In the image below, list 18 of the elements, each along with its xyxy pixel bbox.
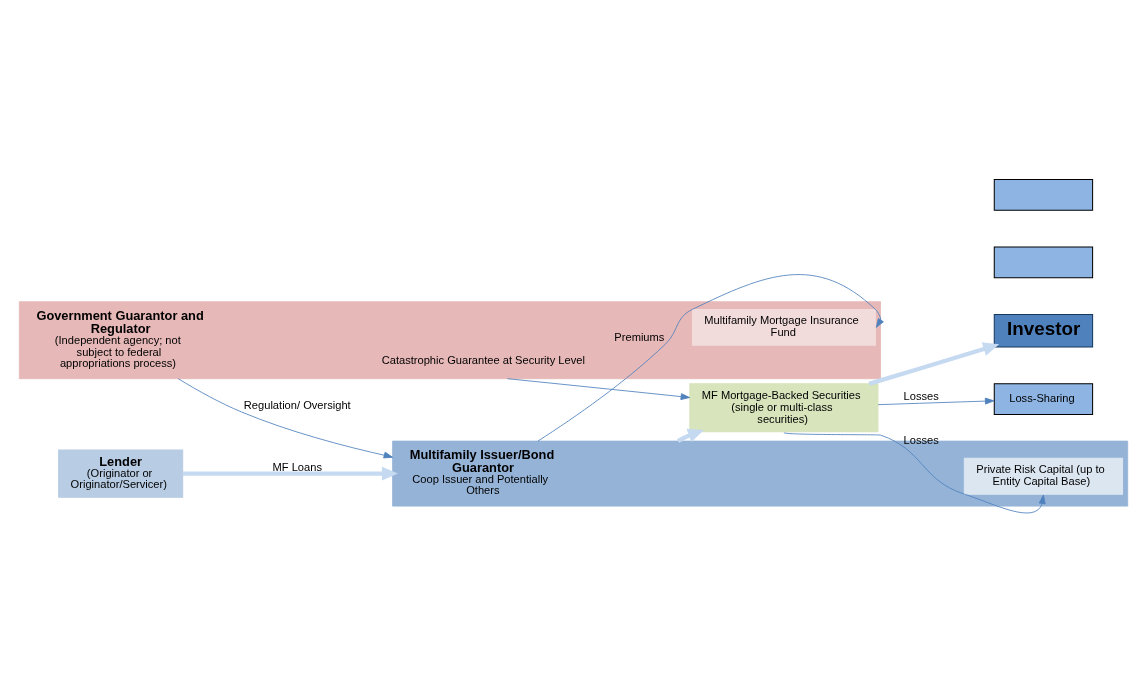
arrow: [182, 466, 398, 481]
edge-label: Catastrophic Guarantee at Security Level: [381, 353, 585, 366]
edge-label: Premiums: [614, 330, 665, 343]
node-box: Loss-Sharing: [993, 382, 1094, 415]
arrow: [177, 377, 394, 458]
node-box: Lender (Originator or Originator/Servicer): [58, 449, 184, 498]
node-box: MF Mortgage-Backed Securities (single or multi-class securities): [689, 382, 879, 432]
edge-label: Regulation/ Oversight: [243, 398, 351, 411]
node-box: Private Risk Capital (up to Entity Capital Base): [963, 457, 1124, 495]
node-box: Investor: [993, 313, 1094, 348]
arrow: [868, 341, 1000, 386]
node-box: [993, 245, 1094, 278]
arrow: [506, 377, 691, 400]
arrow: [877, 397, 995, 405]
edge-label: MF Loans: [272, 460, 322, 473]
edge-label: Losses: [903, 389, 939, 402]
node-box: Multifamily Mortgage Insurance Fund: [691, 308, 876, 346]
node-box: [993, 178, 1094, 211]
